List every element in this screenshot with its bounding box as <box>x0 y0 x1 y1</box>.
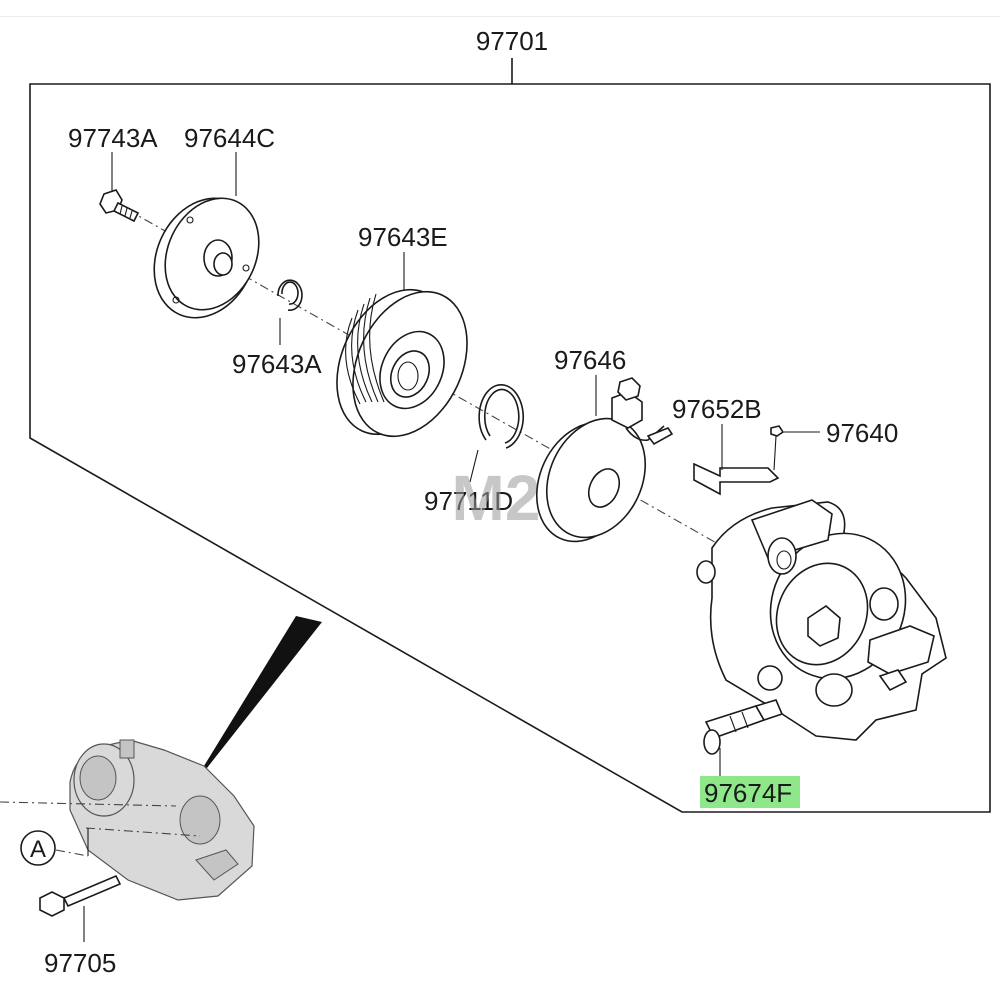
callout-a-letter: A <box>30 836 46 863</box>
inset-centerline-bottom <box>85 827 201 837</box>
assembly-boundary <box>29 58 991 813</box>
watermark: M2 <box>452 462 541 534</box>
inset-compressor <box>69 739 255 901</box>
assembly-label: 97701 <box>476 26 548 56</box>
label-bracket[interactable]: 97652B <box>672 394 762 424</box>
label-snap-ring-small[interactable]: 97643A <box>232 349 322 379</box>
callout-a-circle[interactable] <box>20 830 56 866</box>
label-screw[interactable]: 97640 <box>826 418 898 448</box>
label-clutch-plate[interactable]: 97644C <box>184 123 275 153</box>
pointer-wedge <box>188 616 322 792</box>
label-field-coil[interactable]: 97646 <box>554 345 626 375</box>
inset-centerline-top <box>0 801 177 807</box>
compressor-body <box>696 499 947 741</box>
label-mount-bolt[interactable]: 97705 <box>44 948 116 978</box>
clutch-plate-part[interactable] <box>135 182 276 335</box>
mount-bolt-part[interactable] <box>39 874 122 917</box>
leader-snap-ring-large <box>469 449 479 483</box>
pressure-switch-part[interactable] <box>703 699 784 755</box>
top-divider <box>0 16 1000 17</box>
pulley-part[interactable] <box>315 271 489 455</box>
field-coil-part[interactable] <box>518 377 674 558</box>
highlight-box <box>700 776 800 808</box>
bolt-short-part[interactable] <box>99 189 140 223</box>
callout-a-leader <box>55 849 89 857</box>
bracket-part[interactable] <box>693 462 780 496</box>
label-bolt-short[interactable]: 97743A <box>68 123 158 153</box>
snap-ring-small-part[interactable] <box>277 279 303 311</box>
screw-part[interactable] <box>770 425 785 471</box>
label-snap-ring-large[interactable]: 97711D <box>424 486 513 516</box>
label-pressure-switch[interactable]: 97674F <box>704 778 792 808</box>
label-pulley[interactable]: 97643E <box>358 222 448 252</box>
snap-ring-large-part[interactable] <box>478 384 524 449</box>
